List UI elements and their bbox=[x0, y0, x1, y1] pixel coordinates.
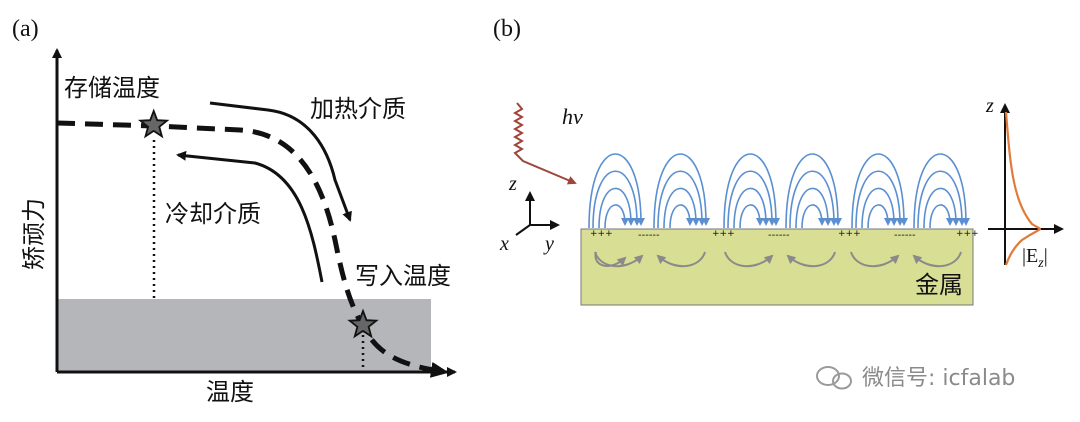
field-line bbox=[923, 187, 960, 229]
positive-charge-marks: +++ bbox=[712, 229, 735, 239]
cooling-medium-label: 冷却介质 bbox=[165, 200, 261, 228]
field-magnitude-label: |Ez| bbox=[1022, 245, 1048, 271]
cooling-arrow bbox=[176, 150, 324, 283]
field-line bbox=[604, 204, 629, 229]
write-star-marker bbox=[347, 308, 379, 339]
field-line bbox=[653, 153, 710, 229]
field-line bbox=[588, 153, 645, 229]
incident-photon-wave bbox=[512, 102, 577, 185]
field-lines-group bbox=[588, 153, 970, 229]
write-temp-label: 写入温度 bbox=[355, 262, 451, 290]
panel-a: (a) 矫顽力 温度 存储温度 加热介质 冷却介质 写入温度 bbox=[12, 16, 457, 406]
field-line bbox=[861, 187, 898, 229]
heating-medium-label: 加热介质 bbox=[310, 95, 406, 123]
field-line bbox=[851, 153, 908, 229]
panel-a-label: (a) bbox=[12, 16, 39, 42]
field-line bbox=[801, 204, 826, 229]
positive-charge-marks: +++ bbox=[838, 229, 861, 239]
axis-x-label: x bbox=[499, 233, 509, 255]
panel-b-label: (b) bbox=[493, 16, 521, 42]
current-arrow bbox=[850, 251, 900, 268]
field-line bbox=[795, 187, 832, 229]
heating-arrow bbox=[209, 101, 352, 222]
field-line bbox=[739, 204, 764, 229]
photon-label: hv bbox=[562, 104, 583, 129]
wechat-icon bbox=[816, 366, 852, 390]
field-line bbox=[657, 170, 706, 229]
coordinate-axes: z x y bbox=[499, 173, 560, 255]
negative-charge-marks: ------ bbox=[768, 230, 790, 241]
negative-charge-marks: ------ bbox=[638, 230, 660, 241]
current-arrow bbox=[724, 251, 774, 268]
field-line bbox=[669, 204, 694, 229]
field-line bbox=[917, 170, 966, 229]
current-arrow bbox=[786, 251, 836, 268]
current-arrow bbox=[656, 251, 706, 268]
field-line bbox=[929, 204, 954, 229]
storage-temp-label: 存储温度 bbox=[64, 74, 160, 102]
operating-region-block bbox=[57, 299, 431, 372]
field-line bbox=[785, 153, 842, 229]
axis-y-label: y bbox=[543, 233, 554, 255]
field-line bbox=[592, 170, 641, 229]
field-line bbox=[663, 187, 700, 229]
field-line bbox=[727, 170, 776, 229]
panel-b: (b) hv z x y 金属 +++ +++ +++ +++ ------ ------… bbox=[493, 16, 1064, 306]
watermark: 微信号: icfalab bbox=[816, 366, 1015, 391]
field-decay-plot: z |Ez| bbox=[985, 95, 1064, 271]
field-line bbox=[913, 153, 970, 229]
axis-z-label: z bbox=[508, 173, 517, 195]
current-arrow bbox=[912, 251, 962, 268]
field-line bbox=[855, 170, 904, 229]
field-line bbox=[723, 153, 780, 229]
metal-slab bbox=[580, 228, 974, 306]
metal-label: 金属 bbox=[915, 271, 963, 299]
watermark-text: 微信号: icfalab bbox=[862, 366, 1015, 391]
field-line bbox=[867, 204, 892, 229]
x-axis-arrow bbox=[515, 224, 531, 236]
decay-curve bbox=[1004, 111, 1042, 266]
positive-charge-marks: +++ bbox=[956, 229, 979, 239]
negative-charge-marks: ------ bbox=[894, 230, 916, 241]
current-arrow bbox=[594, 251, 627, 267]
surface-charges: +++ +++ +++ +++ ------ ------ ------ bbox=[590, 229, 979, 241]
surface-current-arrows bbox=[594, 251, 962, 268]
storage-star-marker bbox=[137, 108, 170, 139]
positive-charge-marks: +++ bbox=[590, 229, 613, 239]
field-line bbox=[789, 170, 838, 229]
field-line bbox=[598, 187, 635, 229]
x-axis-label: 温度 bbox=[206, 378, 254, 406]
decay-z-label: z bbox=[985, 95, 994, 117]
y-axis-label: 矫顽力 bbox=[20, 198, 48, 270]
field-line bbox=[733, 187, 770, 229]
